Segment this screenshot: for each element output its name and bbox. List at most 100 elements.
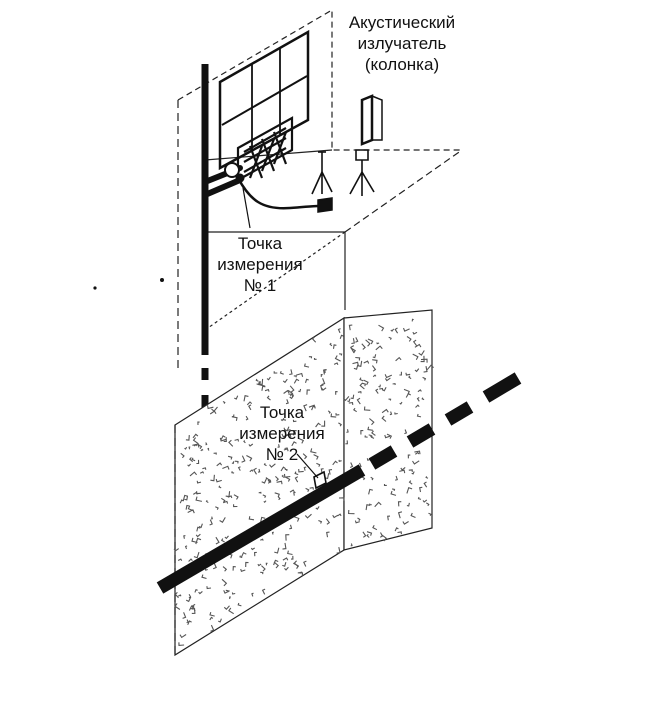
stipple-mark [336, 546, 341, 554]
stipple-mark [316, 462, 321, 467]
stipple-mark [273, 559, 279, 566]
stipple-mark [313, 358, 317, 360]
stipple-mark [378, 384, 381, 388]
stipple-mark [391, 488, 396, 491]
stipple-mark [234, 395, 239, 400]
stipple-mark [386, 433, 393, 439]
stipple-mark [298, 468, 304, 473]
stipple-mark [421, 397, 425, 401]
stipple-mark [381, 415, 387, 422]
stipple-mark [408, 375, 412, 380]
stipple-mark [199, 471, 205, 474]
stipple-mark [397, 531, 402, 535]
stipple-mark [232, 414, 235, 418]
stipple-mark [367, 338, 374, 345]
stipple-mark [352, 361, 359, 366]
stipple-mark [174, 591, 179, 599]
stipple-mark [276, 480, 283, 485]
stipple-mark [187, 505, 194, 512]
stipple-mark [363, 406, 371, 411]
stipple-mark [215, 506, 219, 510]
stipple-mark [355, 356, 361, 361]
stipple-mark [188, 593, 192, 599]
stipple-mark [293, 560, 299, 568]
stipple-mark [353, 407, 357, 413]
stipple-mark [179, 634, 187, 639]
stipple-mark [229, 596, 231, 599]
stipple-mark [338, 497, 345, 501]
stipple-mark [265, 477, 272, 484]
stipple-mark [367, 426, 373, 431]
stipple-mark [257, 563, 262, 567]
stipple-mark [408, 469, 413, 472]
stipple-mark [243, 395, 249, 402]
stipple-mark [309, 486, 314, 490]
stipple-mark [223, 605, 230, 610]
stipple-mark [265, 562, 268, 566]
stipple-mark [390, 490, 397, 496]
stipple-mark [196, 480, 202, 484]
stipple-mark [315, 422, 321, 428]
stipple-mark [182, 494, 189, 501]
stipple-mark [425, 476, 429, 479]
stipple-mark [387, 515, 391, 521]
stipple-mark [256, 381, 261, 386]
tripod-right [349, 149, 375, 196]
stipple-mark [206, 586, 212, 590]
stipple-mark [283, 427, 291, 432]
stipple-mark [303, 560, 307, 567]
stipple-mark [415, 404, 420, 408]
stipple-mark [404, 429, 408, 435]
stipple-mark [321, 420, 326, 427]
stipple-mark [363, 379, 369, 386]
stipple-mark [190, 605, 195, 610]
stipple-mark [231, 471, 235, 474]
stipple-mark [414, 343, 422, 348]
stipple-mark [261, 565, 266, 572]
stipple-mark [378, 324, 385, 332]
stipple-mark [417, 389, 422, 393]
stipple-mark [332, 344, 337, 349]
stipple-mark [274, 547, 280, 554]
stipple-mark [418, 350, 425, 356]
stipple-mark [232, 566, 236, 571]
stipple-mark [403, 388, 410, 395]
stipple-mark [213, 452, 217, 455]
stipple-mark [372, 359, 378, 364]
stipple-mark [412, 353, 419, 361]
stipple-mark [281, 433, 289, 438]
stipple-mark [219, 517, 226, 523]
stipple-mark [426, 502, 430, 507]
stipple-mark [228, 607, 234, 615]
stipple-mark [259, 516, 266, 524]
stipple-mark [184, 545, 188, 550]
stipple-mark [204, 568, 208, 571]
stipple-mark [197, 421, 200, 426]
stipple-mark [353, 364, 359, 370]
stipple-mark [400, 466, 406, 471]
stipple-mark [384, 374, 393, 379]
stipple-mark [177, 594, 182, 597]
stipple-mark [221, 578, 228, 587]
stipple-mark [399, 371, 402, 376]
stipple-mark [299, 571, 303, 574]
stipple-mark [223, 437, 227, 442]
stipple-mark [215, 536, 220, 545]
stipple-mark [285, 476, 291, 482]
stipple-mark [326, 531, 330, 538]
stipple-mark [357, 517, 361, 522]
stipple-mark [261, 588, 266, 595]
stipple-mark [287, 389, 294, 397]
stipple-mark [293, 515, 300, 522]
stipple-mark [304, 513, 312, 519]
stipple-mark [283, 389, 290, 394]
stipple-mark [345, 440, 348, 445]
stipple-mark [293, 491, 296, 496]
stipple-mark [258, 491, 262, 494]
stipple-mark [227, 455, 233, 460]
stipple-mark [414, 451, 420, 455]
stipple-mark [266, 376, 271, 381]
stipple-mark [205, 442, 208, 446]
stipple-mark [394, 527, 399, 532]
stipple-mark [308, 404, 316, 409]
